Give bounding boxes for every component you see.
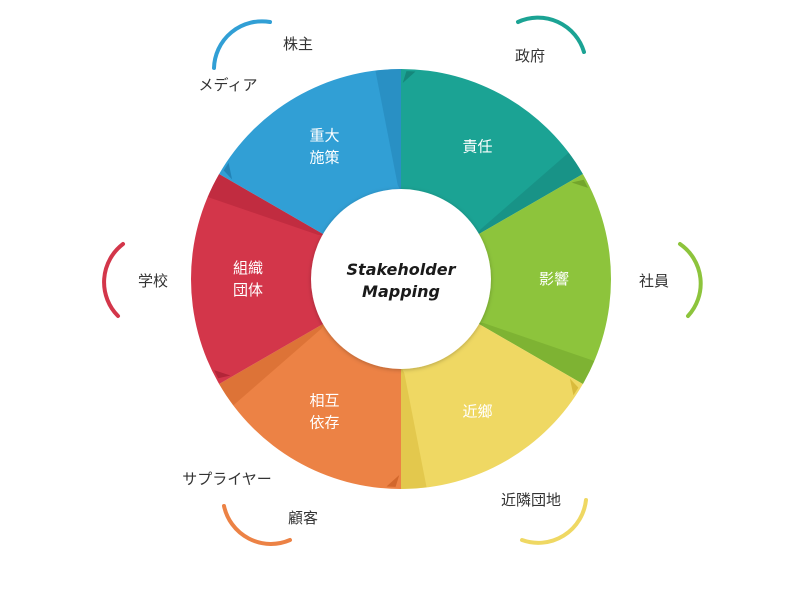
outer-label-gakko: 学校: [138, 272, 168, 290]
arc-top-left: [212, 19, 272, 70]
center-title-line2: Mapping: [362, 282, 440, 301]
arc-right: [678, 242, 703, 318]
segment-shade-sekinin: [477, 152, 583, 235]
arc-bottom-right: [520, 498, 588, 545]
segment-shade-judai-shisaku: [375, 69, 401, 191]
arc-bottom-left: [222, 504, 292, 546]
segment-notch-soshiki-dantai: [214, 370, 231, 379]
segment-label-sekinin-1: 責任: [462, 137, 492, 155]
outer-label-supplier: サプライヤー: [182, 470, 272, 488]
segment-label-sogo-izon-1: 相互: [309, 392, 339, 410]
outer-label-kabunushi: 株主: [283, 35, 313, 53]
segment-shade-soshiki-dantai: [207, 174, 325, 235]
segment-shade-eikyo: [477, 323, 595, 384]
segment-shade-kingo: [401, 367, 427, 489]
outer-label-seifu: 政府: [515, 47, 545, 65]
segment-notch-sekinin: [402, 71, 416, 84]
segment-label-judai-shisaku-2: 施策: [309, 148, 339, 166]
segment-label-soshiki-dantai-1: 組織: [233, 259, 263, 277]
segment-notch-sogo-izon: [386, 474, 400, 487]
outer-label-kinrin-danchi: 近隣団地: [501, 491, 561, 509]
segment-label-judai-shisaku-1: 重大: [309, 126, 339, 144]
segment-label-eikyo-1: 影響: [539, 270, 569, 288]
segment-notch-kingo: [569, 378, 579, 396]
wheel-segments: [191, 69, 611, 489]
arc-left: [102, 242, 125, 318]
segment-judai-shisaku: [219, 69, 401, 235]
segment-label-sogo-izon-2: 依存: [309, 414, 339, 432]
segment-shade-sogo-izon: [219, 323, 325, 406]
segment-soshiki-dantai: [191, 174, 325, 384]
segment-notch-judai-shisaku: [223, 162, 233, 180]
segment-label-kingo-1: 近鄉: [462, 403, 492, 421]
center-title-line1: Stakeholder: [347, 260, 457, 279]
segment-eikyo: [477, 174, 611, 384]
center-disc: [311, 189, 491, 369]
segment-notch-eikyo: [571, 179, 588, 188]
segment-kingo: [401, 323, 583, 489]
segment-label-soshiki-dantai-2: 団体: [233, 281, 263, 299]
outer-label-shain: 社員: [639, 272, 669, 290]
arc-top-right: [516, 15, 586, 54]
outer-label-media: メディア: [199, 76, 258, 94]
outer-label-kokyaku: 顧客: [288, 509, 318, 527]
